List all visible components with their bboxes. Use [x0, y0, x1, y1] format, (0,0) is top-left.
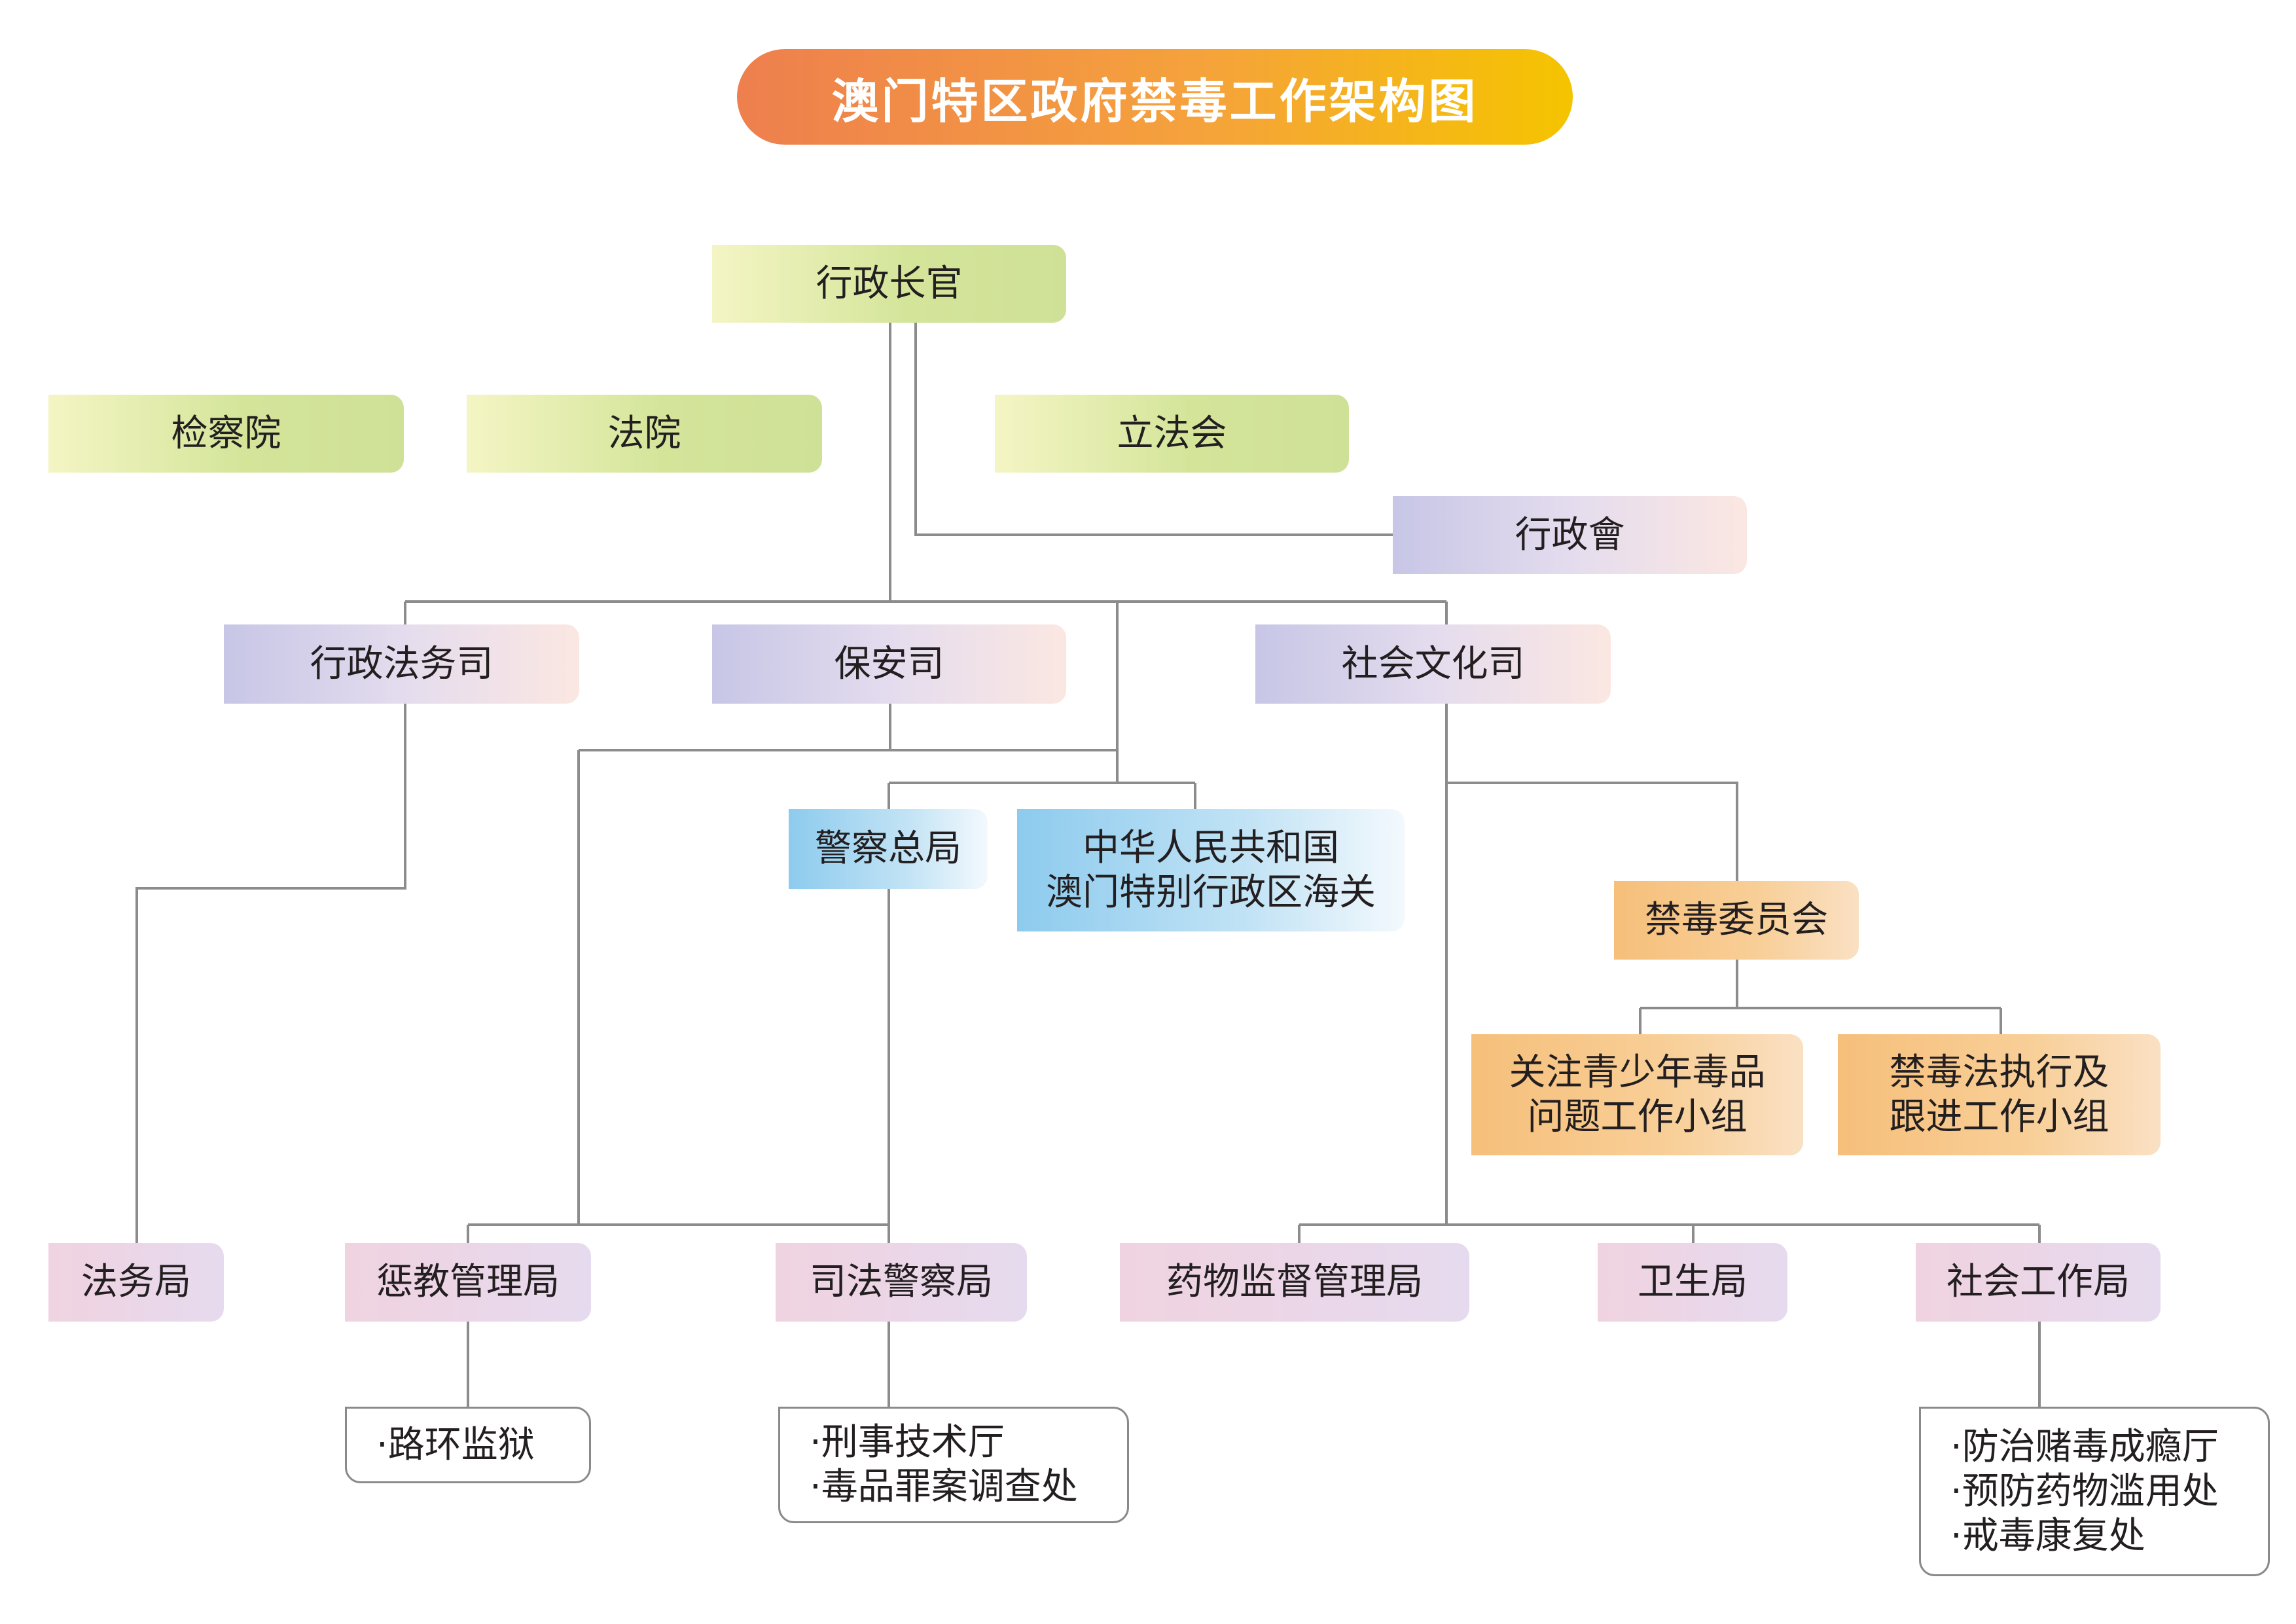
anti-drug-committee-label: 禁毒委员会	[1645, 899, 1828, 941]
legal-affairs-bureau-box: 法务局	[48, 1243, 224, 1322]
correctional-bureau-box: 惩教管理局	[345, 1243, 591, 1322]
customs-label-line1: 中华人民共和国	[1083, 826, 1339, 869]
drug-law-group-label-line2: 跟进工作小组	[1889, 1095, 2109, 1138]
legislative-assembly-label: 立法会	[1117, 412, 1227, 455]
judiciary-subunits-box: ·刑事技术厅 ·毒品罪案调查处	[778, 1407, 1129, 1523]
page-title: 澳门特区政府禁毒工作架构图	[737, 49, 1573, 145]
drug-administration-box: 药物监督管理局	[1120, 1243, 1469, 1322]
procuratorate-box: 检察院	[48, 395, 404, 473]
executive-council-box: 行政會	[1393, 496, 1747, 574]
youth-drug-group-box: 关注青少年毒品 问题工作小组	[1471, 1034, 1803, 1155]
customs-box: 中华人民共和国 澳门特别行政区海关	[1017, 809, 1405, 931]
secretariat-admin-justice-box: 行政法务司	[224, 624, 579, 704]
courts-box: 法院	[467, 395, 822, 473]
correctional-bureau-label: 惩教管理局	[376, 1261, 560, 1303]
judiciary-subunit-item: ·刑事技术厅	[810, 1421, 1005, 1464]
executive-council-label: 行政會	[1515, 513, 1625, 556]
judiciary-police-label: 司法警察局	[810, 1261, 993, 1303]
connector-chief-to-executive-council	[914, 323, 1393, 536]
customs-label-line2: 澳门特别行政区海关	[1046, 871, 1376, 914]
chief-executive-box: 行政长官	[712, 245, 1066, 323]
psp-box: 警察总局	[789, 809, 988, 889]
secretariat-social-culture-box: 社会文化司	[1255, 624, 1611, 704]
youth-drug-group-label-line2: 问题工作小组	[1527, 1095, 1748, 1138]
procuratorate-label: 检察院	[171, 412, 281, 455]
drug-law-group-label-line1: 禁毒法执行及	[1889, 1051, 2109, 1094]
youth-drug-group-label-line1: 关注青少年毒品	[1509, 1051, 1766, 1094]
secretariat-social-culture-label: 社会文化司	[1341, 642, 1525, 685]
legislative-assembly-box: 立法会	[995, 395, 1349, 473]
health-bureau-label: 卫生局	[1638, 1261, 1748, 1303]
psp-label: 警察总局	[815, 827, 961, 870]
correctional-subunits-box: ·路环监狱	[345, 1407, 591, 1483]
social-welfare-subunits-box: ·防治赌毒成瘾厅 ·预防药物滥用处 ·戒毒康复处	[1919, 1407, 2270, 1576]
courts-label: 法院	[607, 412, 681, 455]
correctional-subunit-item: ·路环监狱	[376, 1423, 535, 1466]
anti-drug-committee-box: 禁毒委员会	[1614, 881, 1859, 960]
secretariat-security-box: 保安司	[712, 624, 1066, 704]
social-welfare-subunit-item: ·预防药物滥用处	[1950, 1470, 2219, 1513]
connector-to-anti-drug-committee	[1446, 782, 1738, 881]
social-welfare-bureau-box: 社会工作局	[1916, 1243, 2161, 1322]
drug-administration-label: 药物监督管理局	[1166, 1261, 1423, 1303]
connector-admin-justice-to-legal-affairs	[135, 704, 406, 1243]
judiciary-police-box: 司法警察局	[776, 1243, 1027, 1322]
health-bureau-box: 卫生局	[1598, 1243, 1787, 1322]
social-welfare-subunit-item: ·戒毒康复处	[1950, 1514, 2145, 1557]
drug-law-group-box: 禁毒法执行及 跟进工作小组	[1838, 1034, 2161, 1155]
chief-executive-label: 行政长官	[816, 262, 963, 305]
judiciary-subunit-item: ·毒品罪案调查处	[810, 1466, 1078, 1508]
legal-affairs-bureau-label: 法务局	[81, 1261, 191, 1303]
secretariat-security-label: 保安司	[834, 642, 944, 685]
social-welfare-bureau-label: 社会工作局	[1946, 1261, 2130, 1303]
social-welfare-subunit-item: ·防治赌毒成瘾厅	[1950, 1425, 2219, 1468]
secretariat-admin-justice-label: 行政法务司	[310, 642, 493, 685]
